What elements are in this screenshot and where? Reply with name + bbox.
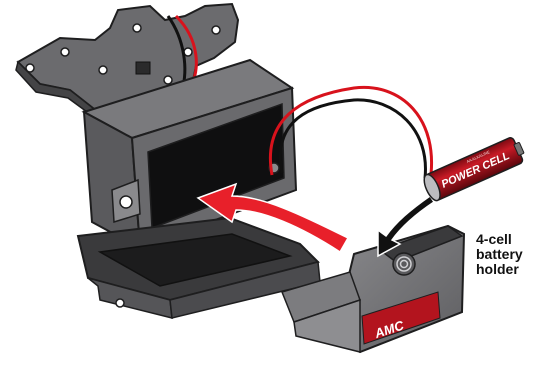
spring-contact-icon (392, 252, 416, 276)
red-insert-arrow (196, 182, 350, 254)
mount-hole (183, 47, 193, 57)
mount-hole (25, 63, 35, 73)
mount-hole (60, 47, 70, 57)
battery-box (81, 58, 298, 250)
wire-red-lead (269, 85, 433, 183)
mount-hole (163, 75, 173, 85)
wire-black-lead (278, 98, 427, 179)
tray-screw-hole (115, 298, 125, 308)
callout-line-2: battery (476, 246, 523, 262)
mount-hole (132, 23, 142, 33)
power-switch (135, 61, 151, 75)
battery-tray (76, 216, 321, 319)
callout-line-1: 4-cell (476, 231, 512, 247)
battery-holder-label: 4-cell battery holder (476, 232, 523, 277)
black-insert-arrow (377, 194, 436, 258)
mount-hole (211, 25, 221, 35)
mount-hole (98, 65, 108, 75)
battery-cell-icon: POWER CELL AA ALKALINE (423, 137, 525, 202)
callout-line-3: holder (476, 261, 519, 277)
battery-holder: AMC (280, 224, 466, 354)
box-screw-hole (119, 195, 133, 209)
